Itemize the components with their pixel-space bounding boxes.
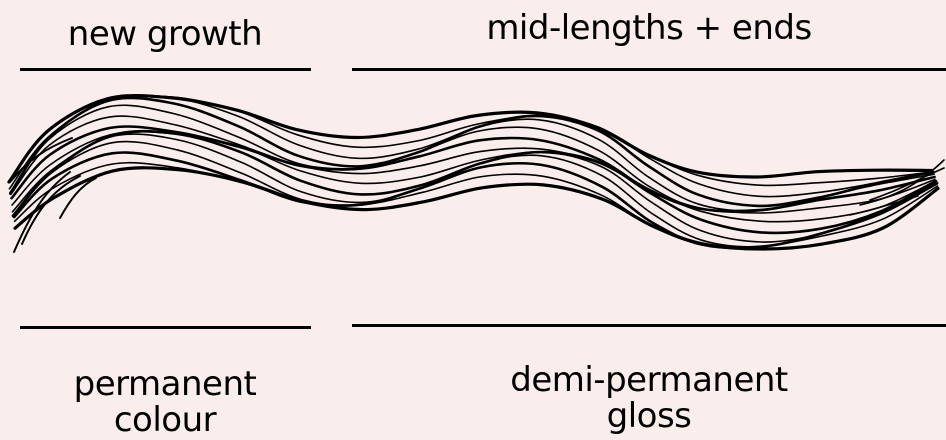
divider-bottom-right: [352, 324, 946, 327]
section-label-mid-lengths-ends: mid-lengths + ends: [352, 10, 946, 46]
hair-strand-line: [10, 125, 936, 213]
hair-flyaway-line: [9, 137, 73, 183]
hair-end-line: [869, 167, 945, 201]
hair-flyaway-line: [21, 175, 81, 245]
label-text: mid-lengths + ends: [486, 8, 812, 48]
divider-top-right: [352, 68, 946, 71]
hair-strand-line: [13, 161, 939, 248]
hair-flyaway-line: [59, 177, 97, 219]
section-label-permanent-colour: permanent colour: [20, 366, 310, 438]
hair-strand-line: [11, 129, 938, 235]
section-label-demi-permanent-gloss: demi-permanent gloss: [352, 362, 946, 434]
section-label-new-growth: new growth: [20, 16, 310, 52]
hair-end-line: [859, 159, 945, 206]
label-text-line2: colour: [113, 400, 217, 440]
label-text-line1: demi-permanent: [510, 360, 788, 400]
divider-bottom-left: [20, 326, 311, 329]
hair-lines: [7, 93, 945, 253]
wavy-hair-strand-icon: [7, 93, 945, 253]
hair-strand-line: [11, 130, 937, 223]
hair-strand-line: [13, 166, 940, 251]
hair-strand-line: [9, 94, 934, 198]
label-text-line1: permanent: [73, 364, 257, 404]
hair-flyaway-line: [13, 171, 71, 253]
label-text-line2: gloss: [606, 396, 692, 436]
divider-top-left: [20, 68, 311, 71]
hair-end-line: [849, 195, 919, 216]
label-text: new growth: [67, 14, 263, 54]
